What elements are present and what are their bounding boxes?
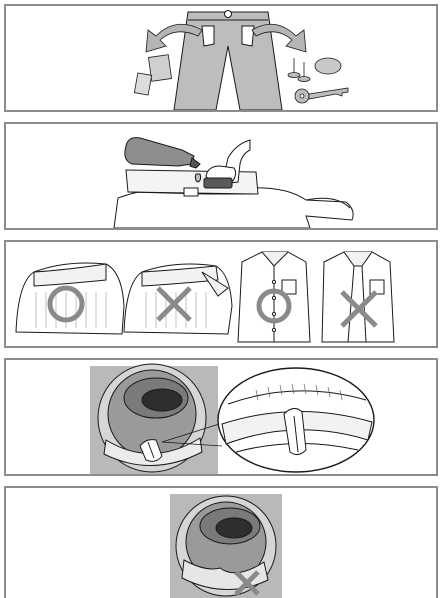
paper-icon (134, 55, 171, 95)
panel-pretreat-stains (4, 122, 438, 230)
shirt-buttoned-icon (238, 252, 310, 342)
door-seal-illustration (6, 360, 436, 474)
coin-icon (315, 58, 341, 74)
pretreat-illustration (6, 124, 436, 228)
magnified-seal-icon (218, 368, 374, 472)
drum-door-cross-icon (176, 496, 276, 596)
seal-warning-illustration (6, 488, 436, 598)
pin-icon (288, 58, 310, 82)
panel-check-door-seal (4, 358, 438, 476)
panel-close-fasteners (4, 240, 438, 348)
panel-empty-pockets (4, 4, 438, 112)
panel-no-clothes-in-seal (4, 486, 438, 598)
empty-pockets-illustration (6, 6, 436, 110)
waistband-wrong-icon (124, 264, 232, 334)
fasteners-illustration (6, 242, 436, 346)
waistband-ok-icon (16, 263, 124, 334)
key-icon (295, 88, 348, 103)
shirt-unbuttoned-icon (322, 252, 394, 342)
